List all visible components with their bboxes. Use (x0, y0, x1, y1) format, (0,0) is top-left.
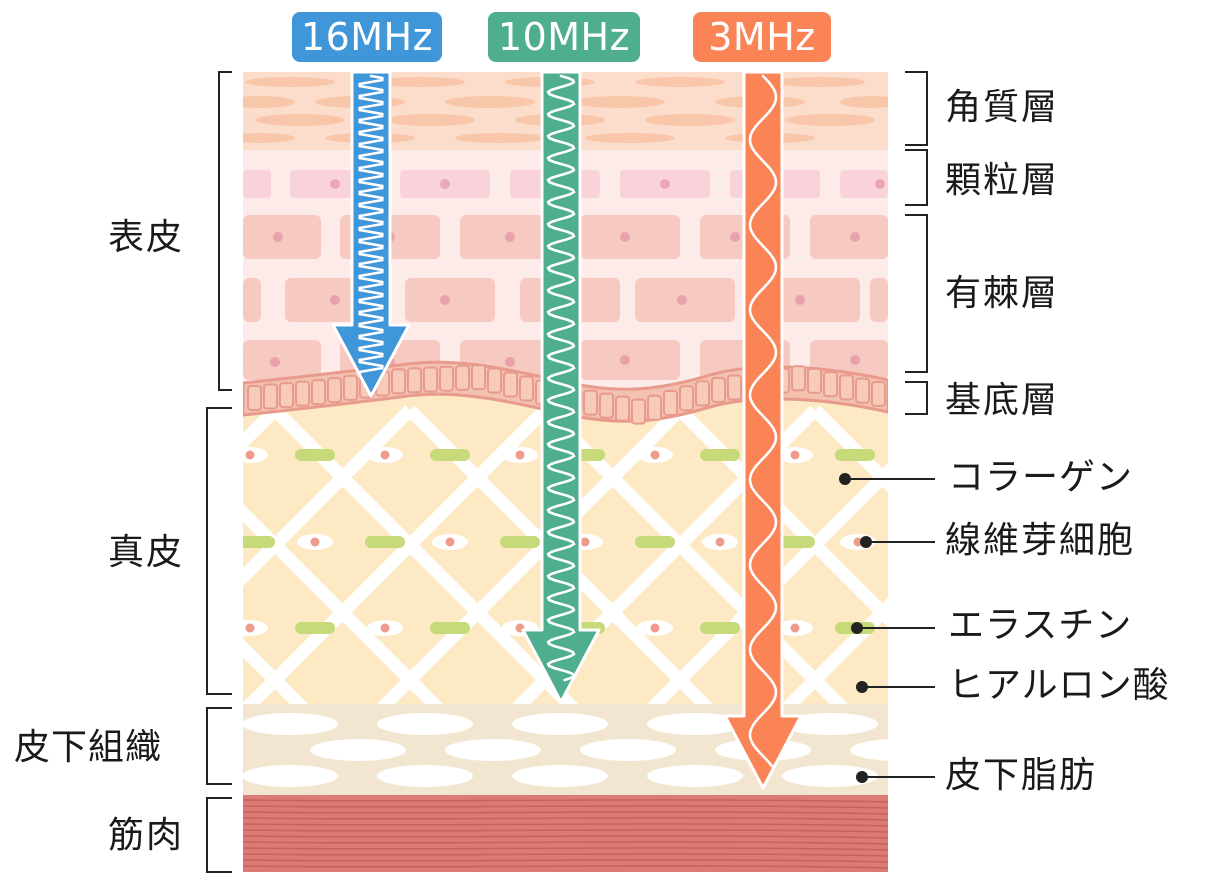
arrow-16mhz (331, 70, 411, 398)
label-collagen: コラーゲン (948, 457, 1134, 498)
label-hyaluronic-acid: ヒアルロン酸 (948, 665, 1170, 706)
left-brackets (206, 71, 232, 873)
label-dermis: 真皮 (108, 532, 185, 573)
fat-marker (856, 771, 868, 783)
freq-badge-16mhz: 16MHz (292, 12, 442, 62)
basal-cells (247, 364, 886, 425)
label-muscle: 筋肉 (108, 815, 185, 856)
collagen-marker (839, 473, 851, 485)
label-epidermis: 表皮 (108, 217, 185, 258)
freq-badge-3mhz: 3MHz (693, 12, 831, 62)
hyaluronic-marker (856, 681, 868, 693)
label-fibroblast: 線維芽細胞 (945, 520, 1136, 561)
label-stratum-basale: 基底層 (945, 380, 1060, 421)
muscle-layer (243, 795, 888, 872)
label-stratum-granulosum: 顆粒層 (945, 160, 1060, 201)
label-stratum-corneum: 角質層 (945, 87, 1060, 128)
muscle-fibers (243, 799, 888, 869)
fibroblast-marker (860, 536, 872, 548)
label-subcutaneous: 皮下組織 (14, 727, 163, 768)
leader-lines (839, 473, 935, 783)
freq-badge-10mhz: 10MHz (488, 12, 640, 62)
label-subcutaneous-fat: 皮下脂肪 (945, 755, 1098, 796)
elastin-marker (851, 622, 863, 634)
frequency-arrows (331, 70, 803, 790)
right-brackets (905, 71, 928, 415)
arrow-10mhz (521, 70, 601, 704)
arrow-3mhz (723, 70, 803, 790)
label-elastin: エラスチン (948, 605, 1133, 646)
collagen-mesh (243, 405, 888, 704)
label-stratum-spinosum: 有棘層 (945, 273, 1060, 314)
